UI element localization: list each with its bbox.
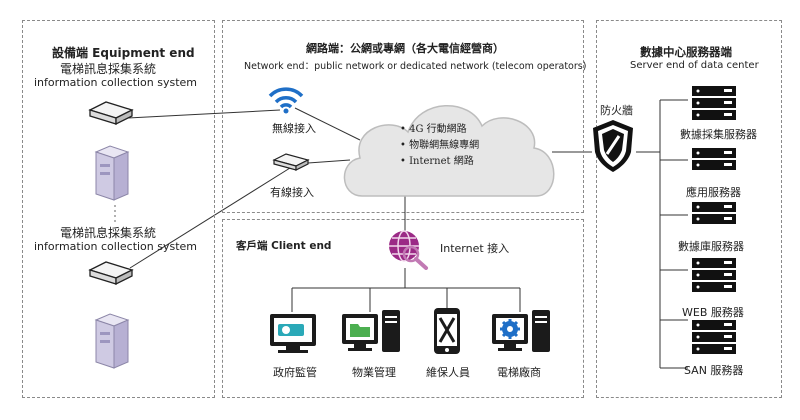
firewall-label: 防火牆 — [600, 104, 633, 117]
server-rack-icon — [692, 148, 736, 170]
monitor-projector-icon — [270, 314, 316, 353]
collector-device-icon — [88, 261, 134, 286]
equipment-panel — [22, 20, 215, 398]
equipment-system-en-2: information collection system — [34, 240, 198, 253]
collector-device-icon — [88, 101, 134, 126]
cloud-network-list: • 4G 行動網路 • 物聯網無線專網 • Internet 網路 — [400, 122, 479, 170]
equipment-title: 設備端 Equipment end — [52, 46, 195, 60]
cloud-item: • Internet 網路 — [400, 156, 474, 167]
wireless-link — [127, 109, 281, 119]
client-panel — [222, 219, 584, 398]
server-label: SAN 服務器 — [684, 364, 744, 377]
terminal-label: 維保人員 — [426, 366, 470, 379]
server-label: WEB 服務器 — [682, 306, 744, 319]
terminal-label: 政府監管 — [273, 366, 317, 379]
server-label: 數據庫服務器 — [678, 240, 744, 253]
terminal-label: 電梯廠商 — [497, 366, 541, 379]
equipment-system-zh-1: 電梯訊息採集系統 — [60, 62, 157, 76]
elevator-cabinet-icon — [94, 313, 130, 369]
datacenter-title: 數據中心服務器端 — [640, 45, 732, 59]
equipment-system-zh-2: 電梯訊息採集系統 — [60, 226, 157, 240]
network-panel — [222, 20, 584, 213]
server-rack-icon — [692, 202, 736, 224]
cloud-icon — [343, 104, 555, 197]
cloud-item: • 物聯網無線專網 — [400, 140, 480, 151]
internet-access-label: Internet 接入 — [440, 242, 510, 255]
mobile-tools-icon — [434, 308, 460, 354]
elevator-cabinet-icon — [94, 145, 130, 201]
equipment-system-en-1: information collection system — [34, 76, 198, 89]
cloud-item: • 4G 行動網路 — [400, 124, 467, 135]
router-icon — [272, 153, 310, 171]
server-rack-icon — [692, 86, 736, 120]
wifi-icon — [268, 87, 304, 114]
network-title: 網路端：公網或專網（各大電信經營商） — [306, 42, 504, 55]
terminal-label: 物業管理 — [352, 366, 396, 379]
computer-folder-icon — [342, 310, 400, 352]
wired-link — [129, 167, 291, 269]
server-rack-icon — [692, 320, 736, 354]
server-label: 應用服務器 — [686, 186, 741, 199]
computer-gear-icon — [492, 310, 550, 352]
client-title: 客戶端 Client end — [236, 240, 332, 252]
internet-globe-icon — [389, 230, 428, 270]
server-label: 數據採集服務器 — [680, 128, 757, 141]
datacenter-subtitle: Server end of data center — [630, 60, 759, 71]
wireless-label: 無線接入 — [272, 122, 316, 135]
firewall-shield-icon — [593, 120, 633, 172]
network-subtitle: Network end：public network or dedicated … — [244, 61, 587, 72]
wired-label: 有線接入 — [270, 186, 314, 199]
datacenter-panel — [596, 20, 782, 398]
server-rack-icon — [692, 258, 736, 292]
